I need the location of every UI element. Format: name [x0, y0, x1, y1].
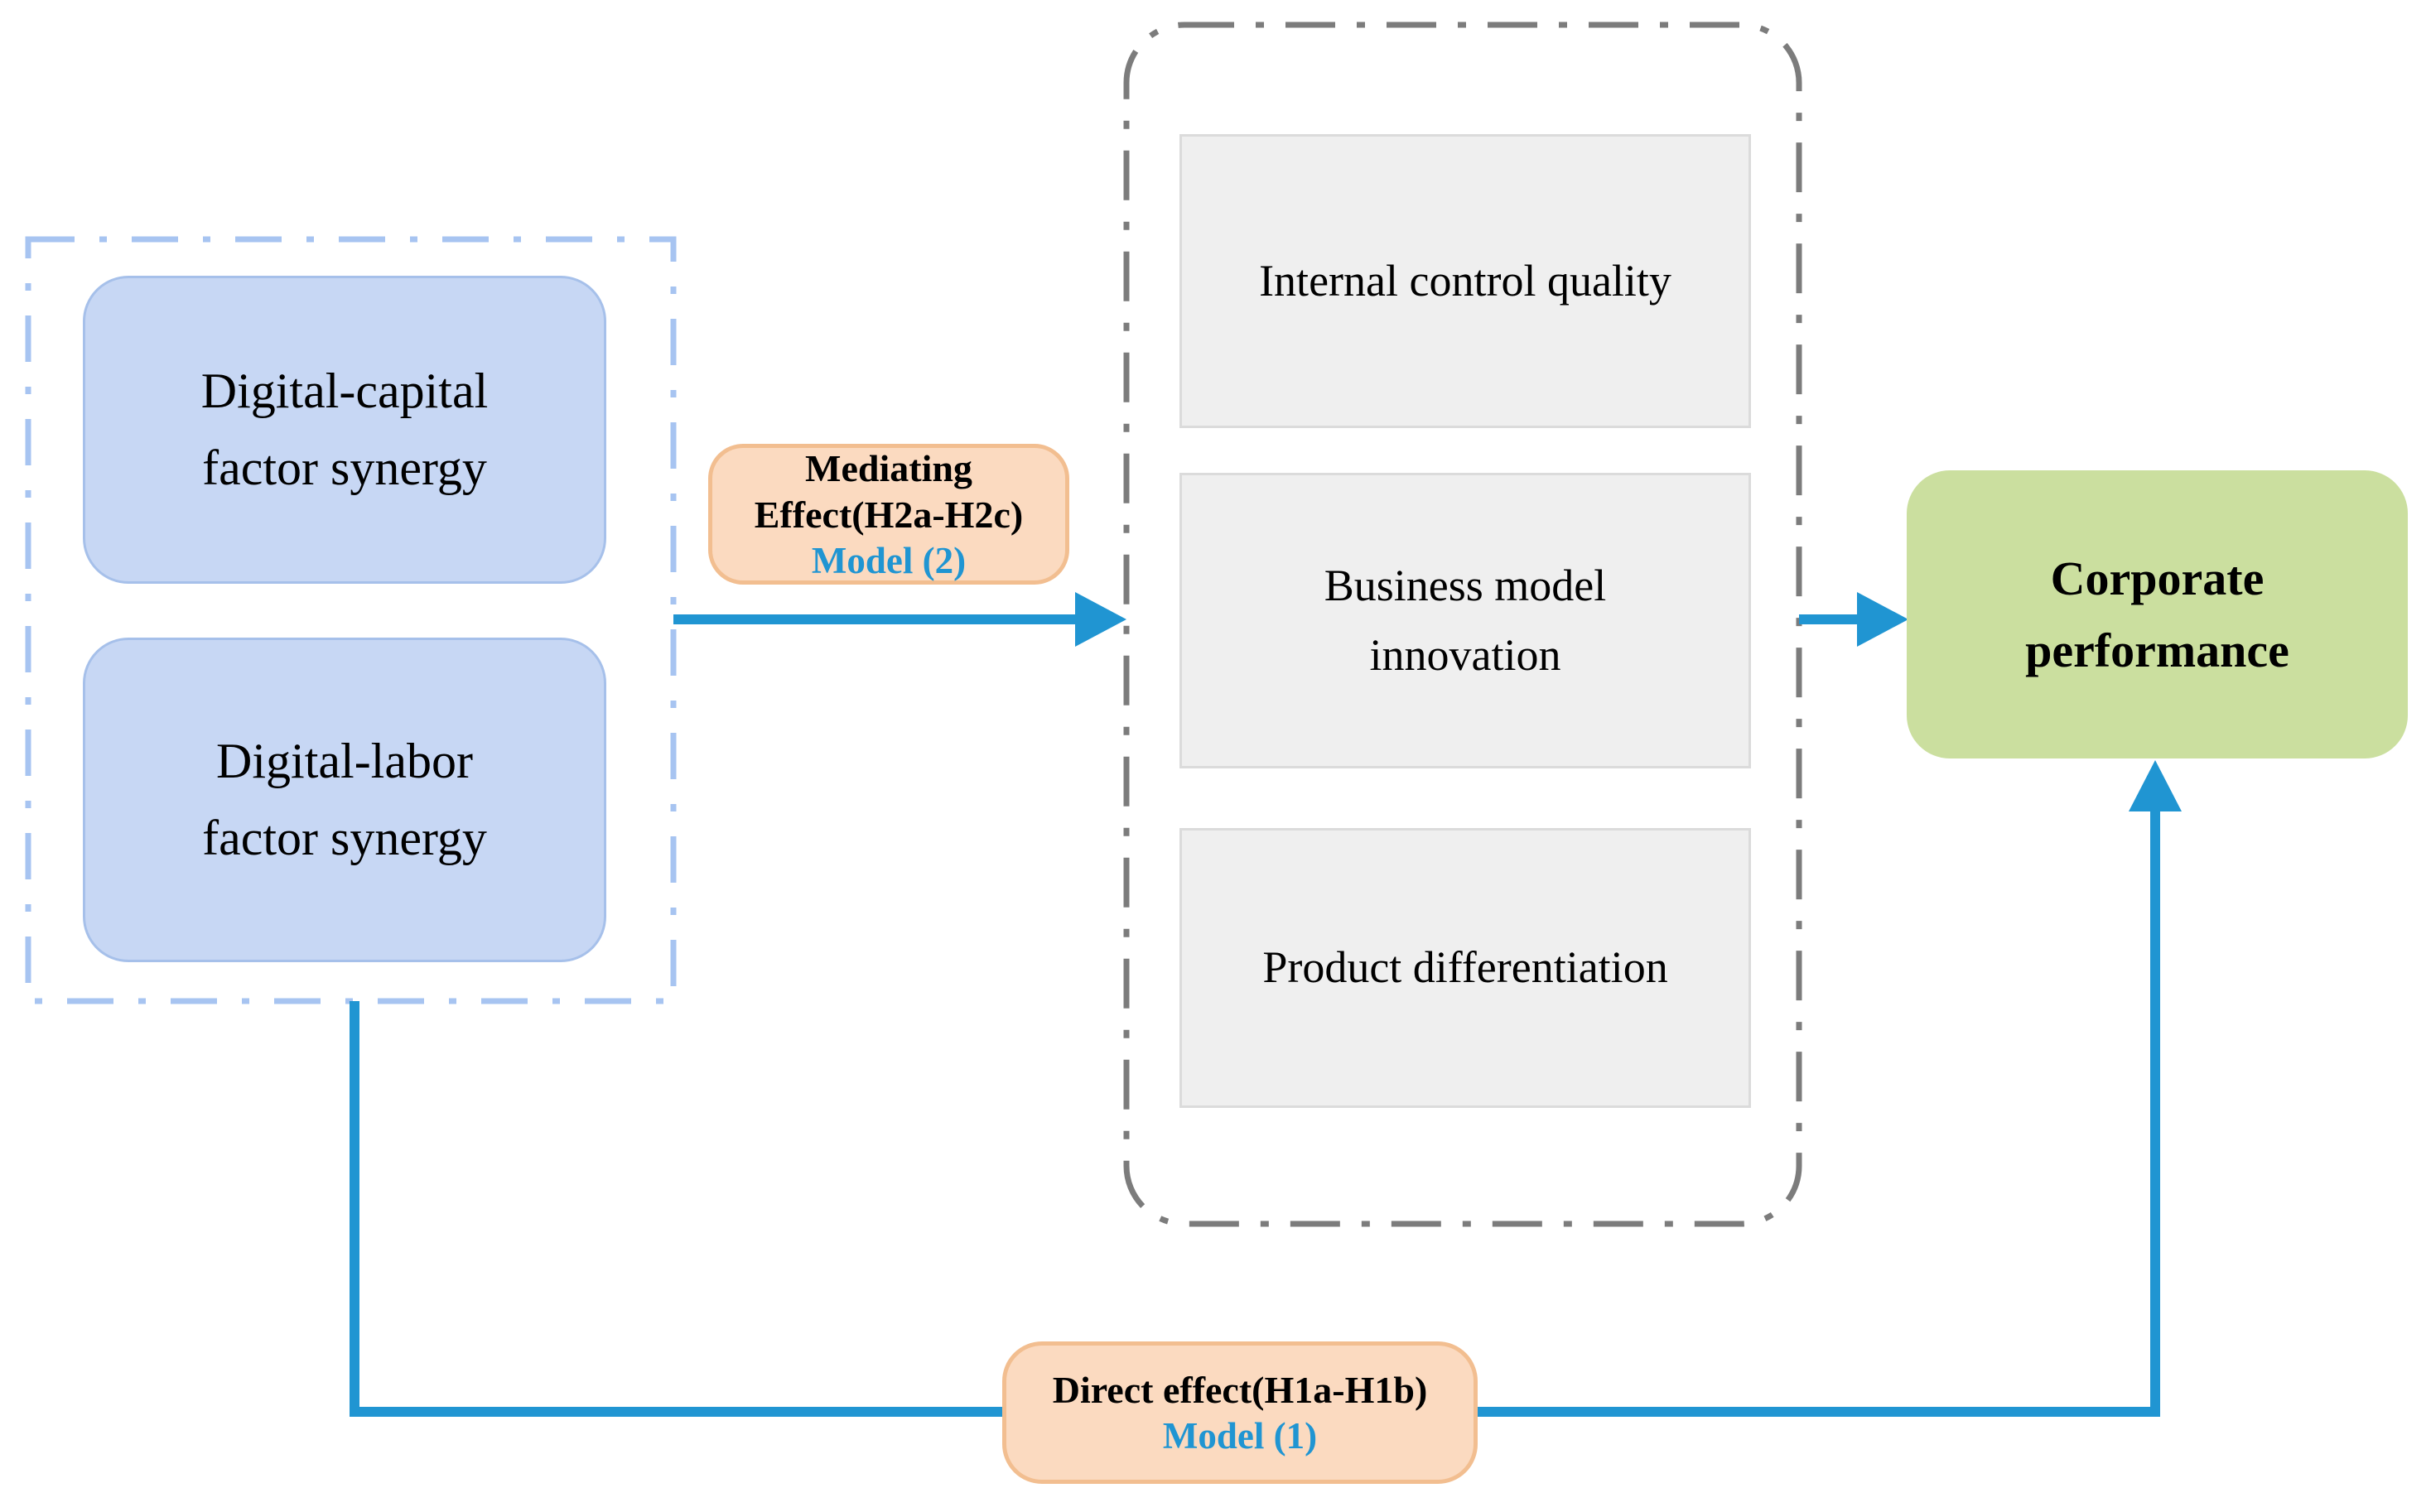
internal-control-quality-box: Internal control quality [1179, 134, 1751, 428]
direct-effect-title: Direct effect(H1a-H1b) [1052, 1368, 1428, 1411]
business-model-innovation-box: Business model innovation [1179, 473, 1751, 768]
corporate-performance-box: Corporate performance [1907, 470, 2408, 758]
direct-effect-label: Direct effect(H1a-H1b) Model (1) [1002, 1341, 1478, 1484]
mediating-effect-model-label: Model (2) [811, 540, 967, 582]
mediator-label: Internal control quality [1259, 255, 1671, 306]
outcome-path-arrowhead-icon [1857, 592, 1908, 647]
predictor-label-line: Digital-capital [200, 364, 489, 418]
direct-effect-arrowhead-icon [2129, 760, 2182, 811]
predictor-label-line: factor synergy [202, 441, 487, 495]
mediating-effect-title-line: Mediating [805, 446, 972, 489]
predictor-label-line: factor synergy [202, 811, 487, 865]
mediator-label: Product differentiation [1262, 942, 1668, 993]
direct-effect-model-label: Model (1) [1162, 1415, 1318, 1457]
outcome-label-line: performance [2025, 624, 2289, 677]
outcome-label-line: Corporate [2050, 551, 2265, 605]
predictor-label-line: Digital-labor [216, 734, 473, 788]
product-differentiation-box: Product differentiation [1179, 828, 1751, 1108]
mediator-label-line: innovation [1369, 629, 1561, 680]
mediating-effect-title-line: Effect(H2a-H2c) [754, 494, 1024, 536]
mediating-effect-label: Mediating Effect(H2a-H2c) Model (2) [708, 444, 1069, 585]
digital-labor-factor-synergy-box: Digital-labor factor synergy [83, 638, 606, 962]
mediating-path-arrowhead-icon [1075, 592, 1126, 647]
mediator-label-line: Business model [1324, 560, 1607, 610]
digital-capital-factor-synergy-box: Digital-capital factor synergy [83, 276, 606, 584]
